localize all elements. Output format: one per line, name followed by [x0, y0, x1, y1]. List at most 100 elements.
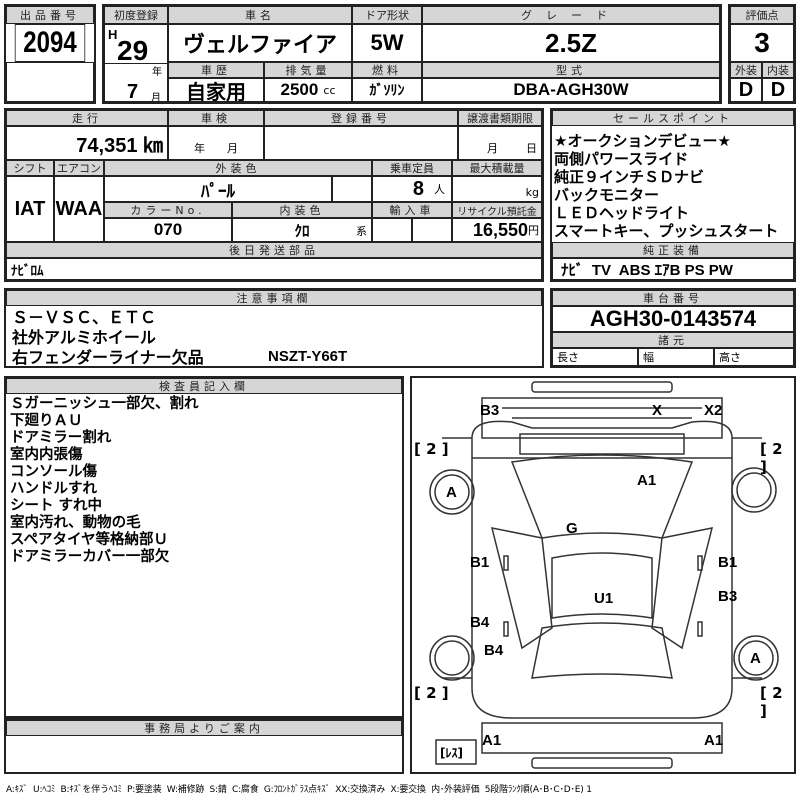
- inspector-item: 下廻りＡＵ: [10, 413, 83, 429]
- lot-box: 出品番号 2094: [4, 4, 96, 104]
- lot-blank: [6, 62, 94, 102]
- shift-label: シフト: [6, 160, 54, 176]
- later-parts-label: 後日発送部品: [6, 242, 542, 258]
- mileage-value: 74,351 ㎞: [6, 126, 168, 160]
- sales-point: 両側パワースライド: [554, 150, 689, 168]
- sales-point: 純正９インチＳＤナビ: [554, 168, 705, 186]
- mark-a1-front: A1: [704, 732, 724, 749]
- history-label: 車歴: [168, 62, 264, 78]
- day-unit: 日: [526, 142, 537, 155]
- mileage-label: 走行: [6, 110, 168, 126]
- chassis-number: AGH30-0143574: [552, 306, 794, 332]
- inspector-list: Ｓガーニッシュ一部欠、割れ 下廻りＡＵ ドアミラー割れ 室内内張傷 コンソール傷…: [10, 396, 199, 566]
- grade-label: グレード: [422, 6, 720, 24]
- recycle-value: 16,550: [472, 219, 528, 240]
- office-box: 事務局よりご案内: [4, 718, 404, 774]
- first-reg-label: 初度登録: [104, 6, 168, 24]
- lot-label: 出品番号: [6, 6, 94, 24]
- mark-x2: X2: [704, 402, 723, 419]
- sales-point: バックモニター: [554, 186, 660, 204]
- inspector-item: シート すれ中: [10, 498, 103, 514]
- reg-year: 29: [117, 35, 149, 66]
- ac-label: エアコン: [54, 160, 104, 176]
- mark-a1-roof: A1: [637, 472, 657, 489]
- reg-no-label: 登録番号: [264, 110, 458, 126]
- mark-b4: B4: [484, 642, 504, 659]
- score-box: 評価点 3 外装 内装 D D: [728, 4, 796, 104]
- mark-x: X: [652, 402, 663, 419]
- import-label: 輸入車: [372, 202, 452, 218]
- ext-color-label: 外装色: [104, 160, 372, 176]
- mark-tire-2: [ 2 ]: [414, 440, 449, 458]
- height-cell: 高さ: [714, 348, 794, 366]
- model-value: DBA-AGH30W: [422, 78, 720, 102]
- inspector-label: 検査員記入欄: [6, 378, 402, 394]
- year-unit: 年: [152, 67, 162, 78]
- displacement-value: 2500: [280, 80, 319, 99]
- inspector-box: 検査員記入欄 Ｓガーニッシュ一部欠、割れ 下廻りＡＵ ドアミラー割れ 室内内張傷…: [4, 376, 404, 718]
- length-cell: 長さ: [552, 348, 638, 366]
- mark-b4: B4: [470, 614, 490, 631]
- notes-box: 注意事項欄 Ｓ－ＶＳＣ、ＥＴＣ 社外アルミホイール 右フェンダーライナー欠品 N…: [4, 288, 544, 368]
- transfer-label: 譲渡書類期限: [458, 110, 542, 126]
- grade-value: 2.5Z: [422, 24, 720, 62]
- inspector-item: コンソール傷: [10, 464, 97, 480]
- import-cell-1: [372, 218, 412, 242]
- door-label: ドア形状: [352, 6, 422, 24]
- equipment-value: ﾅﾋﾞ TV ABS ｴｱB PS PW: [552, 258, 794, 280]
- capacity-label: 乗車定員: [372, 160, 452, 176]
- inspector-item: ドアミラーカバー一部欠: [10, 549, 170, 565]
- sales-box: セールスポイント ★オークションデビュー★ 両側パワースライド 純正９インチＳＤ…: [550, 108, 796, 282]
- reg-no-value: [264, 126, 458, 160]
- mark-g: G: [566, 520, 578, 537]
- shift-value: IAT: [6, 176, 54, 242]
- inspector-item: スペアタイヤ等格納部Ｕ: [10, 532, 169, 548]
- score-label: 評価点: [730, 6, 794, 24]
- ext-grade-label: 外装: [730, 62, 762, 78]
- legend: A:ｷｽﾞ U:ﾍｺﾐ B:ｷｽﾞを伴うﾍｺﾐ P:要塗装 W:補修跡 S:錆 …: [6, 785, 592, 795]
- int-color-cell: ｸﾛ系: [232, 218, 372, 242]
- car-name: ヴェルファイア: [168, 24, 352, 62]
- int-grade-label: 内装: [762, 62, 794, 78]
- details-box: 走行 74,351 ㎞ 車検 年月 登録番号 譲渡書類期限 月日 シフト エアコ…: [4, 108, 544, 282]
- vehicle-box: 初度登録 H 29 年 7 月 車名 ヴェルファイア ドア形状 5W グレード …: [102, 4, 722, 104]
- equipment-label: 純正装備: [552, 242, 794, 258]
- notes-code: NSZT-Y66T: [268, 348, 348, 365]
- int-grade: D: [762, 78, 794, 102]
- recycle-label: リサイクル預託金: [452, 202, 542, 218]
- note-line: Ｓ－ＶＳＣ、ＥＴＣ: [12, 308, 157, 327]
- mark-b3-rear: B3: [480, 402, 500, 419]
- sales-point: ＬＥＤヘッドライト: [554, 204, 690, 222]
- inspector-item: 室内内張傷: [10, 447, 83, 463]
- note-line: 社外アルミホイール: [12, 328, 156, 347]
- inspector-item: ハンドルすれ: [10, 481, 97, 497]
- width-cell: 幅: [638, 348, 714, 366]
- mark-b1-left: B1: [470, 554, 490, 571]
- sales-point: ★オークションデビュー★: [554, 132, 731, 150]
- door-value: 5W: [352, 24, 422, 62]
- history-value: 自家用: [168, 78, 264, 102]
- cc-unit: cc: [323, 83, 336, 97]
- car-outline: [429, 381, 779, 769]
- capacity-value: 8: [412, 177, 424, 200]
- month-unit: 月: [151, 93, 161, 102]
- sales-label: セールスポイント: [552, 110, 794, 126]
- damage-diagram: B3 X X2 [ 2 ] [ 2 ] A A1 G B1 B1 B3 U1 B…: [410, 376, 796, 774]
- score-value: 3: [730, 24, 794, 62]
- int-color-label: 内装色: [232, 202, 372, 218]
- ext-color-value: ﾊﾟｰﾙ: [104, 176, 332, 202]
- inspector-item: Ｓガーニッシュ一部欠、割れ: [10, 396, 199, 412]
- inspector-item: ドアミラー割れ: [10, 430, 112, 446]
- mark-spare: [ﾚｽ]: [440, 746, 463, 760]
- chassis-box: 車台番号 AGH30-0143574 諸元 長さ 幅 高さ: [550, 288, 796, 368]
- year-unit: 年: [194, 142, 205, 155]
- import-cell-2: [412, 218, 452, 242]
- displacement-label: 排気量: [264, 62, 352, 78]
- ext-grade: D: [730, 78, 762, 102]
- lot-number: 2094: [14, 24, 86, 62]
- int-color-unit: 系: [356, 225, 367, 238]
- displacement-cell: 2500 cc: [264, 78, 352, 102]
- inspector-item: 室内汚れ、動物の毛: [10, 515, 141, 531]
- inspection-cell: 年月: [168, 126, 264, 160]
